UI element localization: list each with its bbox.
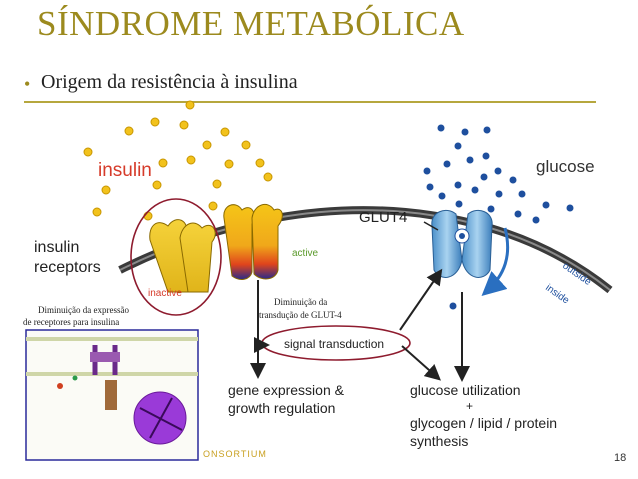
glut4-pointer-line (423, 221, 439, 231)
receptors-label-line2: receptors (34, 259, 101, 276)
glucose-label: glucose (536, 157, 595, 176)
receptors-label-line1: insulin (34, 239, 79, 256)
active-label: active (292, 248, 319, 259)
pathway-arrows (250, 268, 470, 382)
slide-title: SÍNDROME METABÓLICA (37, 4, 465, 43)
glucose-entry-arrow (481, 227, 510, 297)
gene-expression-line1: gene expression & (228, 382, 345, 398)
glucose-utilization-line3: synthesis (410, 433, 468, 449)
active-insulin-receptor (223, 203, 283, 280)
glut4-transporter (431, 210, 493, 278)
page-number: 18 (614, 452, 627, 464)
highlight-ellipse-receptors (130, 198, 222, 316)
consortium-label: ONSORTIUM (203, 449, 267, 459)
glucose-utilization-plus: + (466, 399, 473, 413)
note-receptors-line2: de receptores para insulina (23, 317, 119, 327)
insulin-label: insulin (98, 160, 152, 181)
gene-expression-line2: growth regulation (228, 400, 335, 416)
inactive-insulin-receptor (149, 219, 216, 293)
glucose-utilization-line2: glycogen / lipid / protein (410, 415, 557, 431)
note-glut4-line2: transdução de GLUT-4 (259, 310, 342, 320)
insulin-dots (83, 100, 273, 221)
note-glut4-line1: Diminuição da (274, 297, 327, 307)
title-underline (24, 101, 596, 103)
note-receptors-line1: Diminuição da expressão (38, 305, 129, 315)
signal-transduction-label: signal transduction (284, 337, 384, 351)
inset-receptor-image (25, 329, 199, 461)
glucose-utilization-line1: glucose utilization (410, 382, 521, 398)
slide-bullet-text: Origem da resistência à insulina (41, 71, 298, 93)
inactive-label: inactive (148, 288, 182, 299)
inside-label: inside (543, 282, 571, 306)
glut4-label: GLUT4 (359, 209, 407, 226)
bullet-icon: • (24, 74, 31, 94)
